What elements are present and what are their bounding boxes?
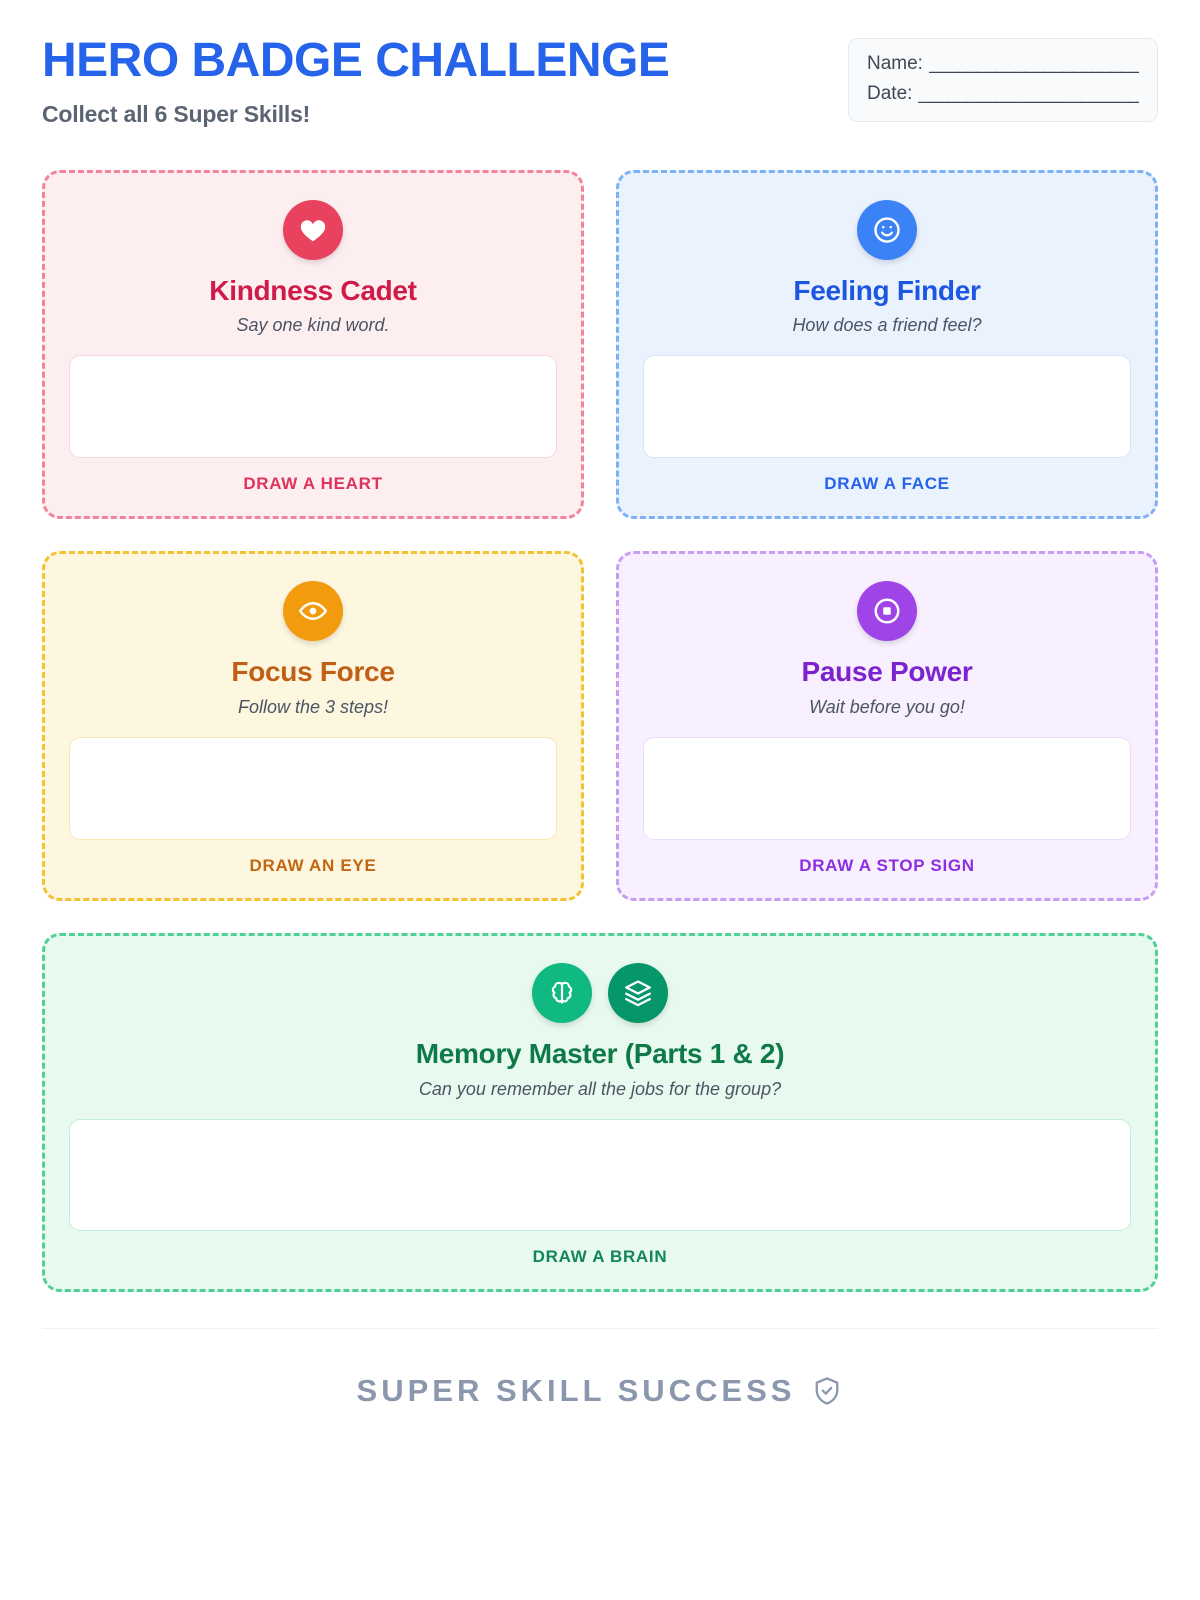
badge-prompt: How does a friend feel? [792, 315, 982, 336]
draw-hint: DRAW A BRAIN [532, 1246, 668, 1266]
brain-icon [532, 963, 592, 1024]
shield-check-icon [811, 1375, 843, 1407]
heart-icon [283, 199, 343, 260]
draw-hint: DRAW A FACE [824, 474, 950, 494]
page-header: HERO BADGE CHALLENGE Collect all 6 Super… [42, 34, 1158, 128]
answer-box[interactable] [69, 737, 557, 841]
badge-icon-row [69, 581, 557, 642]
answer-box[interactable] [69, 355, 557, 459]
stop-circle-icon [857, 581, 917, 642]
badge-card-kindness-cadet[interactable]: Kindness Cadet Say one kind word. DRAW A… [42, 169, 584, 520]
date-label: Date: [867, 83, 913, 104]
header-title-group: HERO BADGE CHALLENGE Collect all 6 Super… [42, 34, 670, 128]
draw-hint: DRAW A HEART [243, 474, 383, 494]
answer-box[interactable] [643, 737, 1131, 841]
answer-box[interactable] [643, 355, 1131, 459]
badge-title: Feeling Finder [793, 274, 981, 306]
name-row[interactable]: Name: _______________________ [867, 53, 1139, 75]
badge-prompt: Can you remember all the jobs for the gr… [418, 1078, 782, 1099]
badge-card-pause-power[interactable]: Pause Power Wait before you go! DRAW A S… [616, 551, 1158, 902]
smiley-face-icon [857, 199, 917, 260]
badge-prompt: Say one kind word. [236, 315, 390, 336]
answer-box[interactable] [69, 1118, 1131, 1231]
page-title: HERO BADGE CHALLENGE [42, 34, 670, 87]
badge-title: Focus Force [231, 656, 395, 688]
badge-card-memory-master[interactable]: Memory Master (Parts 1 & 2) Can you reme… [42, 933, 1158, 1292]
badge-card-feeling-finder[interactable]: Feeling Finder How does a friend feel? D… [616, 169, 1158, 520]
badge-title: Memory Master (Parts 1 & 2) [415, 1038, 785, 1070]
badge-icon-row [69, 963, 1131, 1024]
draw-hint: DRAW A STOP SIGN [799, 856, 975, 876]
badge-title: Kindness Cadet [209, 274, 417, 306]
layers-icon [608, 963, 668, 1024]
name-date-box[interactable]: Name: _______________________ Date: ____… [848, 38, 1158, 122]
badge-prompt: Wait before you go! [809, 697, 965, 718]
name-write-line[interactable]: _______________________ [928, 53, 1139, 74]
eye-icon [283, 581, 343, 642]
date-write-line[interactable]: ________________________ [918, 83, 1139, 104]
page-subtitle: Collect all 6 Super Skills! [42, 100, 311, 127]
name-label: Name: [867, 53, 923, 74]
badge-title: Pause Power [801, 656, 973, 688]
badge-icon-row [643, 581, 1131, 642]
badge-prompt: Follow the 3 steps! [237, 697, 389, 718]
badge-card-focus-force[interactable]: Focus Force Follow the 3 steps! DRAW AN … [42, 551, 584, 902]
badge-icon-row [69, 199, 557, 260]
page-footer: SUPER SKILL SUCCESS [42, 1327, 1158, 1409]
badge-icon-row [643, 199, 1131, 260]
badge-grid: Kindness Cadet Say one kind word. DRAW A… [42, 169, 1158, 1292]
date-row[interactable]: Date: ________________________ [867, 83, 1139, 105]
footer-text: SUPER SKILL SUCCESS [356, 1372, 796, 1408]
draw-hint: DRAW AN EYE [249, 856, 377, 876]
